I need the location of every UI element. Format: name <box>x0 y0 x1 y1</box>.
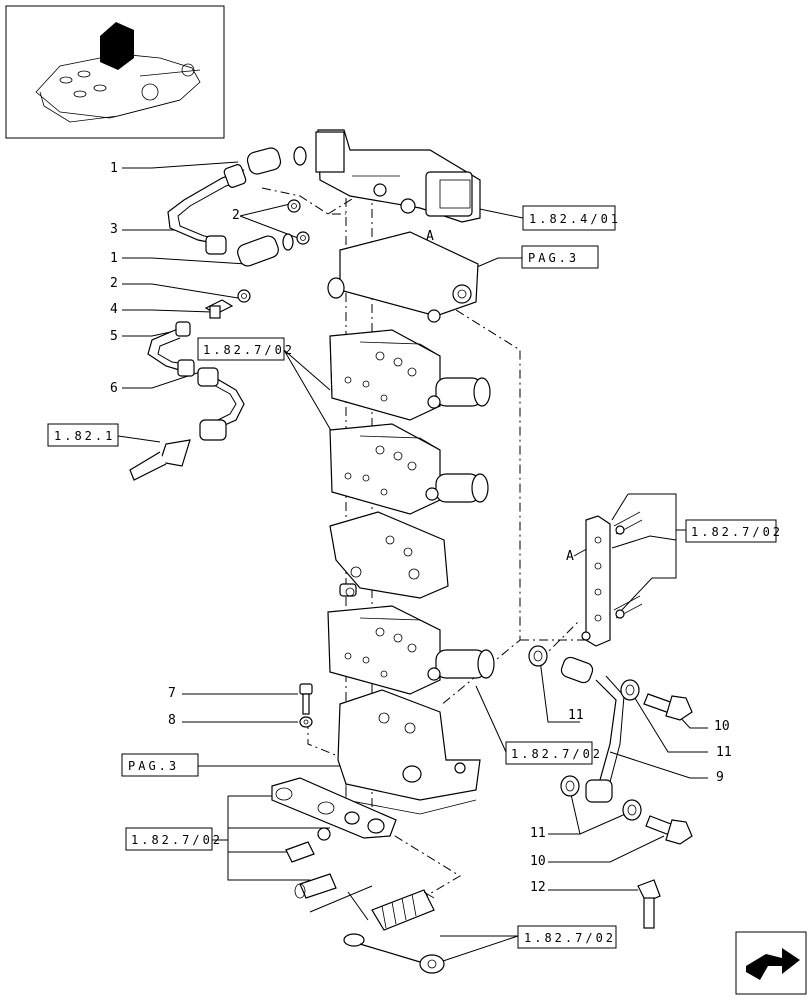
ref-box-pag3-bottom[interactable]: PAG.3 <box>121 753 199 777</box>
callout-2: 2 <box>232 208 240 223</box>
washer-11[interactable] <box>622 799 642 821</box>
ref-box-1-82-7-02-c[interactable]: 1.82.7/02 <box>505 741 603 765</box>
callout-1: 1 <box>110 251 118 266</box>
ref-label: 1.82.7/02 <box>524 931 616 945</box>
control-valve-section-2[interactable] <box>329 423 489 515</box>
washer-11[interactable] <box>528 645 548 667</box>
callout-12: 12 <box>530 880 546 895</box>
intermediate-plate[interactable] <box>329 511 449 599</box>
callout-11: 11 <box>716 745 732 760</box>
callout-10: 10 <box>714 719 730 734</box>
ref-label: 1.82.1 <box>54 429 115 443</box>
pipe-9[interactable] <box>559 655 625 803</box>
callout-5: 5 <box>110 329 118 344</box>
callout-2: 2 <box>110 276 118 291</box>
ref-label: 1.82.7/02 <box>511 747 603 761</box>
callout-1: 1 <box>110 161 118 176</box>
callout-9: 9 <box>716 770 724 785</box>
lower-linkage-assembly[interactable] <box>271 777 445 974</box>
callout-11: 11 <box>530 826 546 841</box>
bolt-7[interactable] <box>299 683 313 715</box>
control-valve-section-3[interactable] <box>327 605 495 695</box>
ref-label: PAG.3 <box>528 251 579 265</box>
washer-11[interactable] <box>560 775 580 797</box>
ref-label: 1.82.7/02 <box>691 525 783 539</box>
callout-10: 10 <box>530 854 546 869</box>
washer-11[interactable] <box>620 679 640 701</box>
ref-box-1-82-4-01[interactable]: 1.82.4/01 <box>522 205 621 231</box>
callout-3: 3 <box>110 222 118 237</box>
ref-box-1-82-1[interactable]: 1.82.1 <box>47 423 119 447</box>
ref-label: 1.82.4/01 <box>529 212 621 226</box>
callout-4: 4 <box>110 302 118 317</box>
callout-8: 8 <box>168 713 176 728</box>
ref-box-1-82-7-02-a[interactable]: 1.82.7/02 <box>197 337 295 361</box>
side-bracket[interactable] <box>581 511 643 647</box>
control-valve-section-1[interactable] <box>329 329 491 421</box>
next-page-arrow-icon[interactable] <box>735 931 807 995</box>
callout-6: 6 <box>110 381 118 396</box>
ref-box-1-82-7-02-d[interactable]: 1.82.7/02 <box>125 827 223 851</box>
bolt-12[interactable] <box>637 879 661 929</box>
pipe-assembly-upper[interactable] <box>167 146 310 268</box>
thumbnail-preview[interactable] <box>5 5 225 139</box>
ref-box-1-82-7-02-e[interactable]: 1.82.7/02 <box>517 925 617 949</box>
ref-box-1-82-7-02-b[interactable]: 1.82.7/02 <box>685 519 783 543</box>
inlet-cover[interactable] <box>337 689 481 815</box>
control-valve-top[interactable] <box>315 129 481 323</box>
bolt-10[interactable] <box>643 693 693 721</box>
marker-a: A <box>426 229 434 244</box>
callout-7: 7 <box>168 686 176 701</box>
pipe-assembly-lower[interactable] <box>129 289 251 481</box>
marker-a: A <box>566 549 574 564</box>
callout-11: 11 <box>568 708 584 723</box>
ref-box-pag3-top[interactable]: PAG.3 <box>521 245 599 269</box>
washer-8[interactable] <box>299 716 313 728</box>
ref-label: 1.82.7/02 <box>131 833 223 847</box>
ref-label: PAG.3 <box>128 759 179 773</box>
bolt-10[interactable] <box>645 815 693 845</box>
ref-label: 1.82.7/02 <box>203 343 295 357</box>
